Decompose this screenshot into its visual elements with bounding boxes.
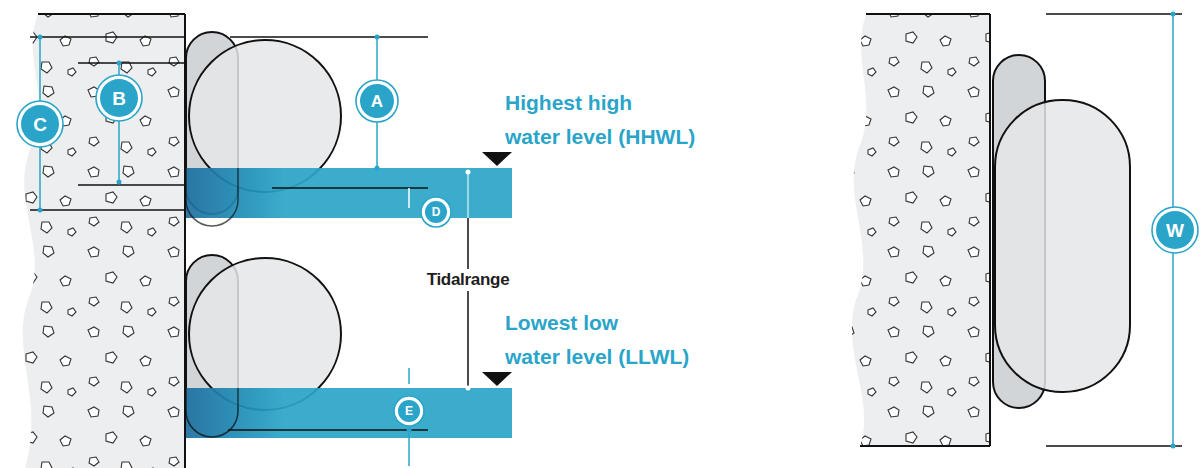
dimension-dot xyxy=(1171,444,1176,449)
dimension-line xyxy=(78,62,185,64)
callout-discs xyxy=(17,75,1198,426)
callout-letter: E xyxy=(405,405,413,417)
callout-letter: C xyxy=(33,115,47,134)
water-band xyxy=(186,168,512,218)
dimension-line xyxy=(78,184,185,186)
callout-ring xyxy=(96,75,142,121)
callout-disc xyxy=(421,197,451,227)
dimension-dot xyxy=(1171,12,1176,17)
dimension-dot xyxy=(466,170,471,175)
dimension-dot xyxy=(407,428,412,433)
dimension-line xyxy=(1046,445,1182,447)
wall-bottom-line xyxy=(860,445,990,447)
callout-ring xyxy=(394,396,424,426)
wall-top-line xyxy=(38,13,185,15)
dimension-label: Tidalrange xyxy=(424,269,513,291)
callout-disc xyxy=(356,80,398,122)
callout-letter: B xyxy=(112,89,126,108)
fender-body xyxy=(995,100,1130,392)
dimension-dot xyxy=(466,386,471,391)
water-level-marker xyxy=(482,152,512,166)
callout-letter: A xyxy=(371,93,383,110)
water-level-label: Highest high water level (HHWL) xyxy=(505,86,695,154)
quay-wall xyxy=(852,14,990,446)
dimension-line xyxy=(408,430,410,466)
callout-ring xyxy=(17,101,63,147)
callout-ring xyxy=(1152,207,1198,253)
dimension-line xyxy=(30,209,185,211)
callout-disc xyxy=(1152,207,1198,253)
callout-letter: W xyxy=(1166,221,1184,240)
callout-disc xyxy=(96,75,142,121)
callout-letter: D xyxy=(432,206,441,218)
fender-panel-under-water xyxy=(186,168,238,226)
dimension-dot xyxy=(117,180,122,185)
callout-ring xyxy=(356,80,398,122)
dimension-dot xyxy=(38,35,43,40)
callout-disc xyxy=(17,101,63,147)
callout-disc xyxy=(394,396,424,426)
wall-top-line xyxy=(866,13,990,15)
water-level-label: Lowest low water level (LLWL) xyxy=(505,306,689,374)
water-band xyxy=(186,388,512,438)
dimension-line xyxy=(408,368,410,384)
callout-fill xyxy=(21,105,59,143)
water-level-marker xyxy=(482,372,512,386)
callout-ring xyxy=(421,197,451,227)
callout-fill xyxy=(398,400,420,422)
dimension-line xyxy=(272,187,428,189)
dimension-dot xyxy=(38,208,43,213)
dimension-dot xyxy=(117,61,122,66)
dimension-line xyxy=(30,36,185,38)
dimension-line xyxy=(230,36,428,38)
dimension-line xyxy=(408,188,410,208)
dimension-line xyxy=(228,429,428,431)
callout-fill xyxy=(360,84,394,118)
dimension-dot xyxy=(375,35,380,40)
dimension-line xyxy=(1046,13,1182,15)
callout-fill xyxy=(100,79,138,117)
tidal-range-line xyxy=(467,218,469,388)
callout-fill xyxy=(425,201,447,223)
quay-wall xyxy=(23,14,185,468)
callout-fill xyxy=(1156,211,1194,249)
fender-body xyxy=(189,258,341,410)
wall-face-line xyxy=(989,14,991,446)
dimension-dot xyxy=(375,166,380,171)
